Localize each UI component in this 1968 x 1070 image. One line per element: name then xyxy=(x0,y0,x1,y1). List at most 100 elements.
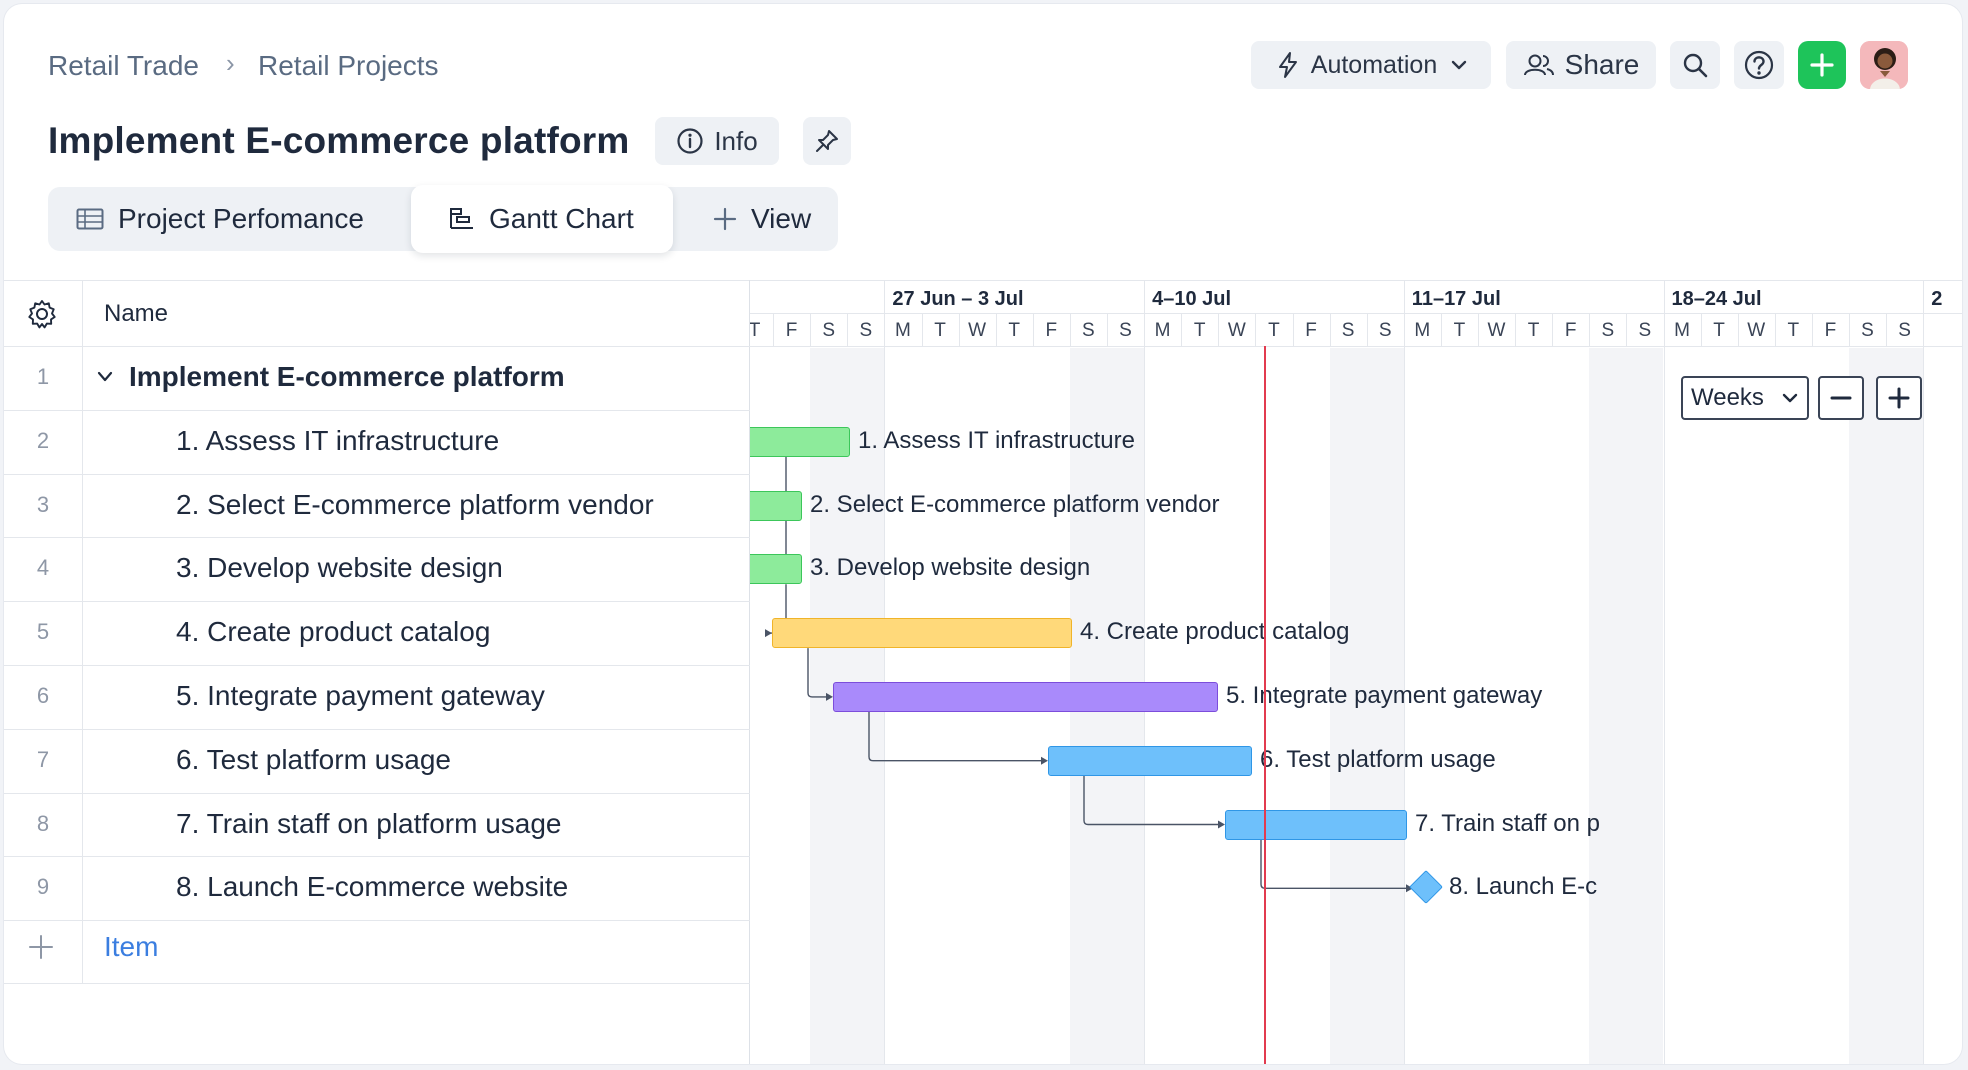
grid-top-border xyxy=(4,280,750,281)
task-row-name[interactable]: 6. Test platform usage xyxy=(176,743,451,775)
tab-add-view[interactable]: View xyxy=(713,187,811,251)
task-bar[interactable] xyxy=(1225,809,1407,840)
app-window: Retail Trade › Retail Projects Implement… xyxy=(4,4,1962,1064)
timeline-top-border xyxy=(750,280,1962,281)
pin-button[interactable] xyxy=(803,117,851,165)
tab-project-performance[interactable]: Project Perfomance xyxy=(76,187,364,251)
search-button[interactable] xyxy=(1670,41,1720,89)
day-divider xyxy=(1478,313,1479,346)
week-divider xyxy=(1144,280,1146,1064)
task-row-name[interactable]: 4. Create product catalog xyxy=(176,616,491,648)
day-divider xyxy=(1440,313,1442,346)
day-label: S xyxy=(1341,320,1355,341)
chevron-down-icon xyxy=(1451,59,1467,71)
add-button[interactable] xyxy=(1798,41,1846,89)
task-bar-label: 8. Launch E-c xyxy=(1449,873,1598,901)
day-divider xyxy=(1181,313,1183,346)
day-divider xyxy=(1515,313,1517,346)
day-divider xyxy=(1849,313,1850,346)
weekend-column xyxy=(1329,348,1404,1064)
zoom-out-button[interactable] xyxy=(1818,376,1864,420)
header-border xyxy=(4,346,750,347)
day-label: T xyxy=(1453,320,1466,341)
row-number: 1 xyxy=(36,364,50,389)
day-divider xyxy=(1292,313,1294,346)
info-label: Info xyxy=(714,125,758,156)
week-divider xyxy=(884,280,886,1064)
day-label: T xyxy=(1527,320,1540,341)
pin-icon xyxy=(813,127,841,155)
day-label: F xyxy=(1045,320,1058,341)
breadcrumb-workspace[interactable]: Retail Trade xyxy=(48,50,199,81)
tab-gantt-chart[interactable]: Gantt Chart xyxy=(411,185,673,253)
zoom-in-button[interactable] xyxy=(1876,376,1922,420)
week-label: 4–10 Jul xyxy=(1152,288,1232,310)
day-divider xyxy=(1774,313,1776,346)
week-label: 27 Jun – 3 Jul xyxy=(892,288,1024,310)
task-row-name[interactable]: 2. Select E-commerce platform vendor xyxy=(176,488,654,520)
zoom-select[interactable]: Weeks xyxy=(1681,376,1809,420)
row-divider xyxy=(4,856,750,857)
group-row-name[interactable]: Implement E-commerce platform xyxy=(129,361,565,392)
add-item-plus-icon[interactable] xyxy=(28,934,54,960)
day-label: F xyxy=(1824,320,1837,341)
task-row-name[interactable]: 8. Launch E-commerce website xyxy=(176,871,569,903)
name-column-header[interactable]: Name xyxy=(104,300,169,327)
day-label: W xyxy=(1747,320,1766,341)
share-label: Share xyxy=(1564,49,1640,80)
task-row-name[interactable]: 3. Develop website design xyxy=(176,552,503,584)
task-bar[interactable] xyxy=(1048,745,1252,776)
day-label: S xyxy=(1898,320,1911,341)
dependency-arrow xyxy=(1260,839,1407,889)
day-label: M xyxy=(1154,320,1171,341)
day-divider xyxy=(810,313,812,346)
row-divider xyxy=(4,601,750,602)
task-row-name[interactable]: 7. Train staff on platform usage xyxy=(176,807,562,839)
automation-label: Automation xyxy=(1310,50,1438,79)
breadcrumb-project[interactable]: Retail Projects xyxy=(258,50,439,81)
day-label: T xyxy=(934,320,946,341)
help-button[interactable] xyxy=(1734,41,1784,89)
dependency-arrow xyxy=(807,648,827,698)
dependency-arrowhead xyxy=(1041,756,1048,765)
zoom-select-value: Weeks xyxy=(1691,384,1764,411)
task-bar-label: 2. Select E-commerce platform vendor xyxy=(810,490,1220,518)
info-button[interactable]: Info xyxy=(655,117,779,165)
task-row-name[interactable]: 1. Assess IT infrastructure xyxy=(176,424,500,456)
day-label: M xyxy=(1414,320,1431,341)
day-divider xyxy=(1329,313,1331,346)
row-divider xyxy=(4,793,750,794)
task-bar[interactable] xyxy=(833,681,1218,712)
task-bar[interactable] xyxy=(750,554,802,585)
task-bar[interactable] xyxy=(772,618,1072,649)
add-item-link[interactable]: Item xyxy=(104,931,159,962)
task-bar[interactable] xyxy=(750,490,802,521)
week-divider xyxy=(1923,280,1925,1064)
day-divider xyxy=(1218,313,1220,346)
share-button[interactable]: Share xyxy=(1506,41,1656,89)
plus-icon xyxy=(1887,386,1911,410)
collapse-chevron-icon[interactable] xyxy=(96,370,114,384)
settings-gear-icon[interactable] xyxy=(26,298,58,330)
day-label: F xyxy=(1305,320,1317,341)
avatar[interactable] xyxy=(1860,41,1908,89)
day-label: T xyxy=(1008,320,1020,341)
task-bar[interactable] xyxy=(750,426,850,457)
tab-add-view-label: View xyxy=(751,203,812,234)
day-label: S xyxy=(1378,320,1392,341)
day-divider xyxy=(1626,313,1628,346)
day-label: S xyxy=(1082,320,1095,341)
day-divider xyxy=(921,313,923,346)
day-label: F xyxy=(785,320,798,341)
day-label: M xyxy=(1674,320,1690,341)
row-number: 5 xyxy=(36,619,50,645)
task-row-name[interactable]: 5. Integrate payment gateway xyxy=(176,680,545,711)
week-divider xyxy=(1403,280,1405,1064)
week-label: 2 xyxy=(1931,288,1943,310)
day-divider xyxy=(1737,313,1739,346)
plus-icon xyxy=(713,207,737,231)
automation-button[interactable]: Automation xyxy=(1251,41,1491,89)
tab-project-performance-label: Project Perfomance xyxy=(118,203,364,234)
row-divider xyxy=(4,665,750,666)
